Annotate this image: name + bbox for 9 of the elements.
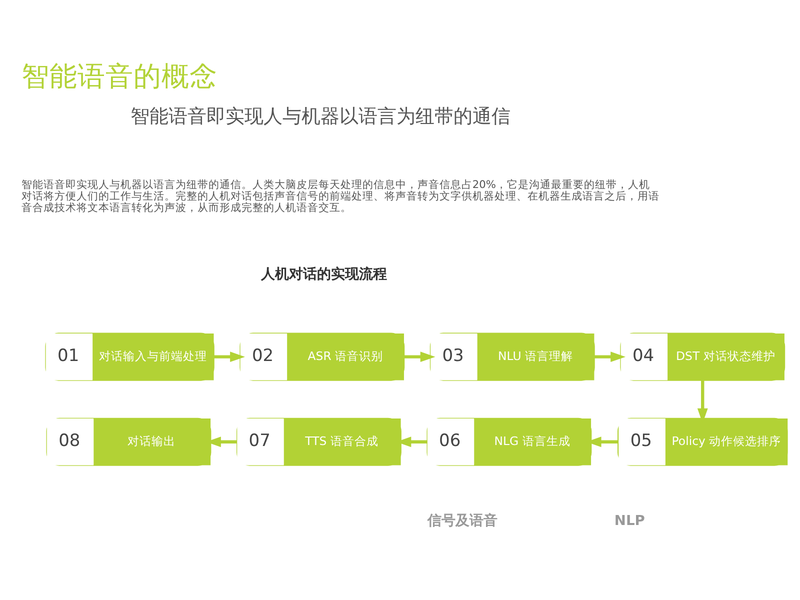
arrow bbox=[404, 351, 436, 362]
label: 人机对话的实现流程 bbox=[261, 266, 388, 282]
label: NLP bbox=[614, 512, 645, 529]
arrow bbox=[214, 351, 245, 362]
label: 智能语音即实现人与机器以语言为纽带的通信。人类大脑皮层每天处理的信息中，声音信息占20%，它是沟通最重要的纽带，人机对话将方便人们的工作与生活。完整的人机对话包括声音信号的前端处理、将声音转为文字供机器处理、在机器生成语言之后，用语音合成技术将文本语言转化为声波，从而形成完整的人机语音交互。 bbox=[21, 177, 660, 214]
diagram-title: 智能语音的概念 bbox=[21, 59, 218, 92]
label: 信号及语音 bbox=[427, 512, 498, 529]
label: 智能语音即实现人与机器以语言为纽带的通信 bbox=[130, 104, 510, 127]
arrow bbox=[594, 351, 626, 362]
